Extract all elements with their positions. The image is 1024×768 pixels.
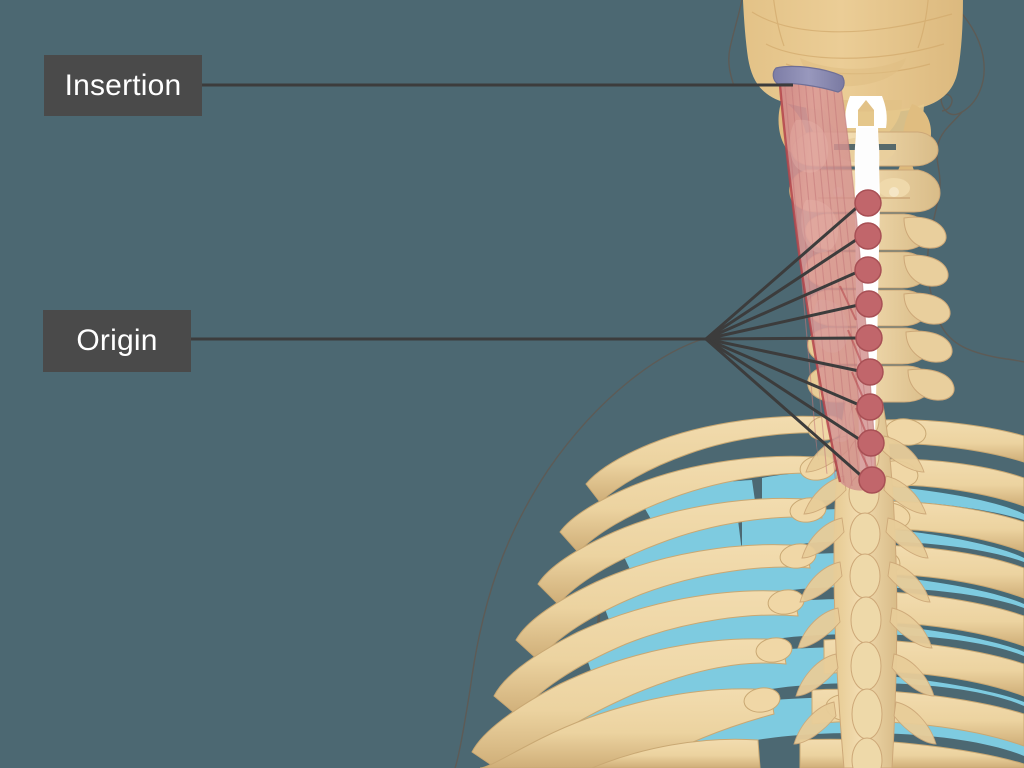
origin-marker-dot[interactable]: [854, 189, 882, 217]
origin-marker-group: [854, 189, 886, 494]
origin-label-box[interactable]: Origin: [43, 310, 191, 372]
origin-marker-dot[interactable]: [856, 358, 884, 386]
origin-marker-dot[interactable]: [854, 222, 882, 250]
origin-leader-fan: [704, 201, 868, 482]
origin-marker-dot[interactable]: [855, 290, 883, 318]
insertion-label-box[interactable]: Insertion: [44, 55, 202, 116]
origin-marker-dot[interactable]: [856, 393, 884, 421]
origin-marker-dot[interactable]: [855, 324, 883, 352]
origin-marker-dot[interactable]: [857, 429, 885, 457]
insertion-tendon: [772, 65, 845, 93]
insertion-label-text: Insertion: [64, 68, 182, 102]
origin-label-text: Origin: [76, 324, 158, 357]
origin-marker-dot[interactable]: [854, 256, 882, 284]
origin-marker-dot[interactable]: [858, 466, 886, 494]
